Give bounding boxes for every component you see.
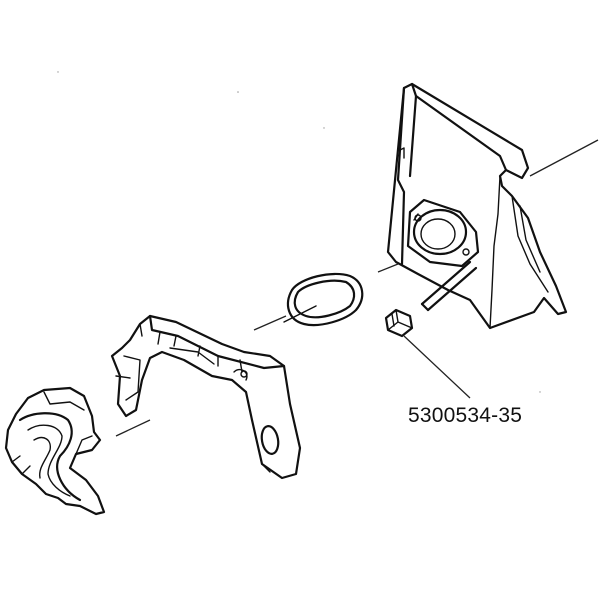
axis-line-mid <box>253 315 287 331</box>
axis-line-lower <box>115 419 151 437</box>
engine-housing-cover <box>386 82 568 330</box>
nut-5300534-35 <box>384 308 414 338</box>
gasket-ring <box>283 272 364 327</box>
leader-line-nut <box>403 335 471 399</box>
air-guide-deflector <box>4 386 106 516</box>
part-number-label: 5300534-35 <box>408 404 523 427</box>
axis-line-upper <box>377 263 399 273</box>
scan-specks <box>57 71 541 393</box>
leader-line-housing <box>529 139 599 177</box>
mounting-bracket <box>110 314 302 480</box>
